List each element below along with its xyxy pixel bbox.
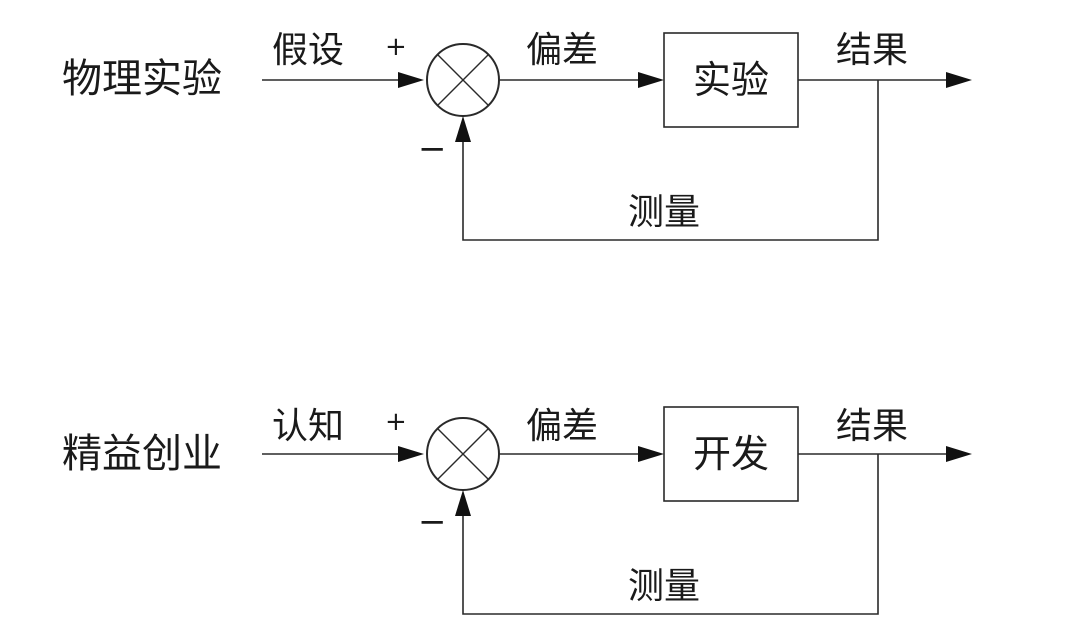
feedback-path — [462, 454, 879, 615]
minus-sign: − — [418, 129, 447, 169]
feedback-path — [462, 80, 879, 241]
error-label: 偏差 — [526, 30, 598, 71]
summing-junction — [426, 43, 500, 117]
summing-junction — [426, 417, 500, 491]
feedback-arrowhead — [455, 490, 471, 516]
error-label: 偏差 — [526, 406, 598, 447]
feedback-arrowhead — [455, 116, 471, 142]
diagram-physics-experiment: 物理实验 假设 + − 偏差 实验 结果 测量 — [62, 30, 972, 241]
plus-sign: + — [385, 407, 407, 437]
output-arrowhead — [946, 446, 972, 462]
process-label: 开发 — [693, 432, 769, 476]
summing-cross-line — [437, 54, 489, 106]
plus-sign: + — [385, 32, 407, 62]
feedback-label: 测量 — [628, 566, 700, 607]
input-label: 认知 — [272, 406, 344, 447]
input-arrowhead — [398, 446, 424, 462]
output-label: 结果 — [836, 30, 908, 71]
summing-cross-line — [437, 428, 489, 480]
error-arrowhead — [638, 446, 664, 462]
error-arrowhead — [638, 72, 664, 88]
feedback-label: 测量 — [628, 192, 700, 233]
process-box — [663, 406, 799, 502]
output-label: 结果 — [836, 406, 908, 447]
output-arrowhead — [946, 72, 972, 88]
input-label: 假设 — [272, 30, 344, 71]
input-arrowhead — [398, 72, 424, 88]
process-label: 实验 — [693, 58, 769, 102]
diagram-title: 精益创业 — [62, 431, 222, 477]
process-box — [663, 32, 799, 128]
minus-sign: − — [418, 502, 447, 542]
diagram-lean-startup: 精益创业 认知 + − 偏差 开发 结果 测量 — [62, 406, 972, 615]
diagram-title: 物理实验 — [62, 56, 222, 102]
